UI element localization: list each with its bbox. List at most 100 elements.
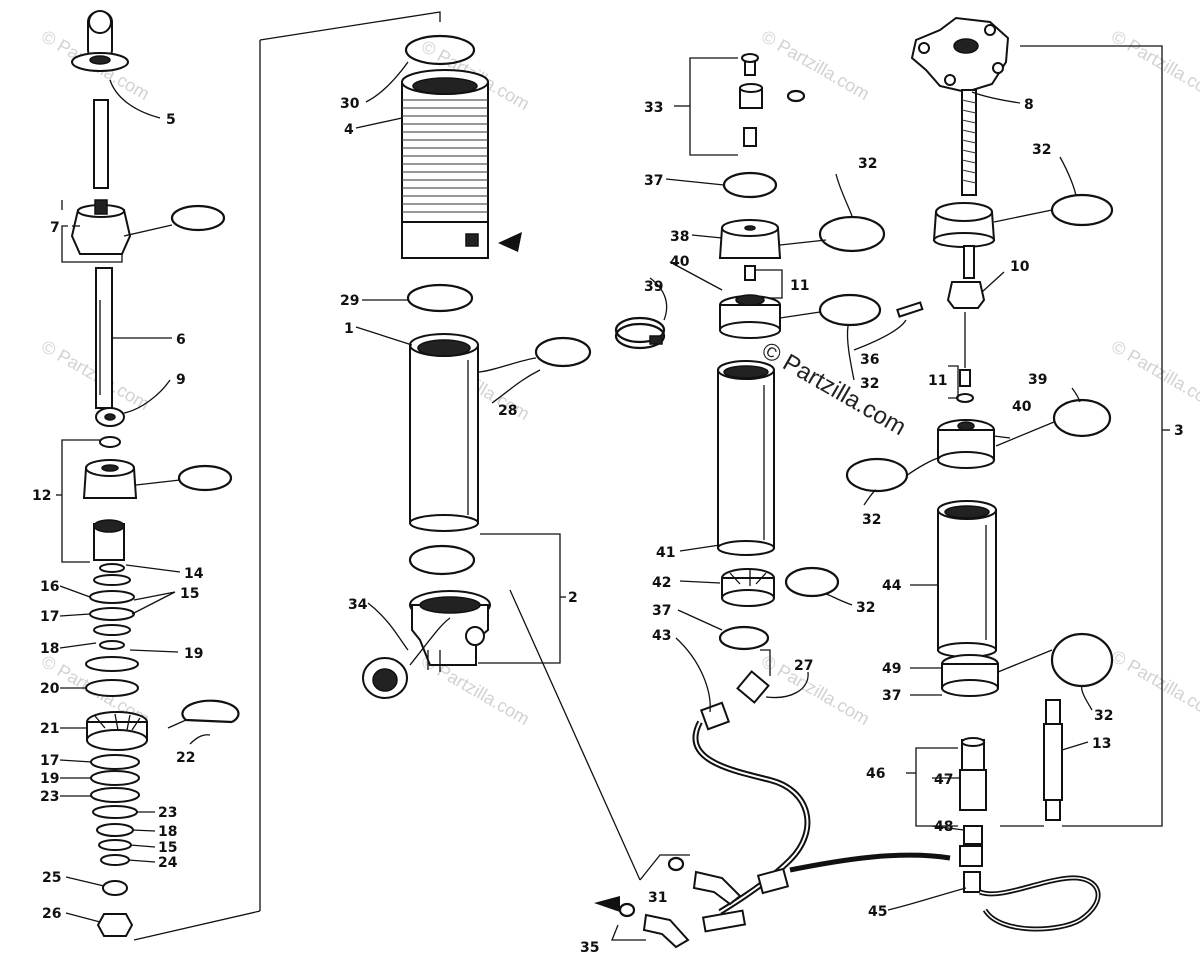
arrow-pointer-icon xyxy=(498,232,522,252)
callout-13: 13 xyxy=(1092,736,1111,752)
callout-8: 8 xyxy=(1024,97,1034,113)
piston-rod-part xyxy=(95,267,113,409)
callout-47: 47 xyxy=(934,772,953,788)
upper-rod-part xyxy=(93,99,109,189)
callout-6: 6 xyxy=(176,332,186,348)
rod-assembly-column xyxy=(70,10,240,937)
callout-44: 44 xyxy=(882,578,902,594)
snap-ring-part xyxy=(718,625,770,651)
callout-24: 24 xyxy=(158,855,178,871)
callout-38: 38 xyxy=(670,229,689,245)
valve-stem-part xyxy=(744,265,756,281)
adjuster-knob-part xyxy=(910,16,1010,94)
hose-clamp-part xyxy=(1052,398,1112,438)
reservoir-end-cap-part xyxy=(941,654,999,697)
callout-labels: 5 7 6 9 12 14 16 15 17 18 19 20 21 22 17… xyxy=(32,96,1184,956)
callout-45: 45 xyxy=(868,904,887,920)
callout-19: 19 xyxy=(40,771,59,787)
watermark: © Partzilla.com xyxy=(758,26,873,104)
callout-11: 11 xyxy=(790,278,809,294)
o-ring-part xyxy=(818,215,886,253)
o-ring-part xyxy=(784,566,840,598)
reservoir-tube-part xyxy=(937,500,997,658)
o-ring-part xyxy=(1050,193,1114,227)
watermark: © Partzilla.com xyxy=(1108,646,1200,724)
callout-29: 29 xyxy=(340,293,359,309)
watermark: © Partzilla.com xyxy=(1108,336,1200,414)
hose-part xyxy=(692,670,811,915)
reservoir-tube-part xyxy=(717,360,775,556)
callout-25: 25 xyxy=(42,870,61,886)
callout-28: 28 xyxy=(498,403,517,419)
callout-1: 1 xyxy=(344,321,354,337)
callout-32: 32 xyxy=(858,156,877,172)
floating-piston-part xyxy=(719,294,781,339)
o-ring-part xyxy=(845,457,909,493)
watermark: © Partzilla.com xyxy=(757,337,911,441)
callout-27: 27 xyxy=(794,658,813,674)
o-ring-part xyxy=(1050,632,1114,688)
reservoir-column xyxy=(594,53,924,949)
callout-36: 36 xyxy=(860,352,879,368)
callout-14: 14 xyxy=(184,566,204,582)
hose-part xyxy=(1043,699,1063,821)
callout-17: 17 xyxy=(40,609,59,625)
hose-part xyxy=(789,845,1101,932)
reservoir-cap-part xyxy=(718,219,782,259)
callout-20: 20 xyxy=(40,681,60,697)
snap-ring-part xyxy=(534,336,592,368)
washer-part xyxy=(102,880,128,896)
nut-part xyxy=(96,913,134,937)
arrow-pointer-icon xyxy=(594,896,620,912)
shim-stack-lower xyxy=(90,754,140,866)
callout-12: 12 xyxy=(32,488,51,504)
callout-30: 30 xyxy=(340,96,360,112)
callout-42: 42 xyxy=(652,575,671,591)
callout-15: 15 xyxy=(158,840,177,856)
valve-part xyxy=(739,53,806,147)
callout-10: 10 xyxy=(1010,259,1030,275)
callout-16: 16 xyxy=(40,579,59,595)
o-ring-part xyxy=(177,464,233,492)
callout-19: 19 xyxy=(184,646,203,662)
callout-32: 32 xyxy=(856,600,875,616)
body-column xyxy=(133,11,641,941)
reservoir-end-cap-part xyxy=(721,568,775,607)
hose-clamp-part xyxy=(614,316,666,350)
cylinder-part xyxy=(409,333,479,532)
watermark: © Partzilla.com xyxy=(1108,26,1200,104)
callout-43: 43 xyxy=(652,628,671,644)
valve-stem-part xyxy=(959,369,971,387)
callout-40: 40 xyxy=(1012,399,1032,415)
piston-ring-part xyxy=(181,699,240,724)
callout-32: 32 xyxy=(1094,708,1113,724)
callout-11: 11 xyxy=(928,373,947,389)
hose-fitting-part xyxy=(959,737,987,845)
callout-46: 46 xyxy=(866,766,885,782)
elbow-fitting-part xyxy=(667,856,742,906)
shim-stack-upper xyxy=(85,563,139,697)
callout-32: 32 xyxy=(860,376,879,392)
callout-23: 23 xyxy=(158,805,177,821)
callout-48: 48 xyxy=(934,819,953,835)
adjuster-nut-part xyxy=(946,281,986,309)
o-ring-part xyxy=(170,204,226,232)
snap-ring-part xyxy=(404,34,476,66)
callout-5: 5 xyxy=(166,112,176,128)
callout-17: 17 xyxy=(40,753,59,769)
callout-37: 37 xyxy=(652,603,671,619)
threaded-sleeve-part xyxy=(401,69,489,259)
callout-32: 32 xyxy=(1032,142,1051,158)
rod-cap-part xyxy=(70,199,132,255)
body-base-part xyxy=(409,590,491,672)
adjuster-cap-part xyxy=(932,202,996,248)
callout-26: 26 xyxy=(42,906,61,922)
o-ring-part xyxy=(408,544,476,576)
callout-40: 40 xyxy=(670,254,690,270)
callout-37: 37 xyxy=(882,688,901,704)
callout-3: 3 xyxy=(1174,423,1184,439)
callout-32: 32 xyxy=(862,512,881,528)
o-ring-part xyxy=(722,171,778,199)
callout-18: 18 xyxy=(158,824,177,840)
o-ring-part xyxy=(406,283,474,313)
